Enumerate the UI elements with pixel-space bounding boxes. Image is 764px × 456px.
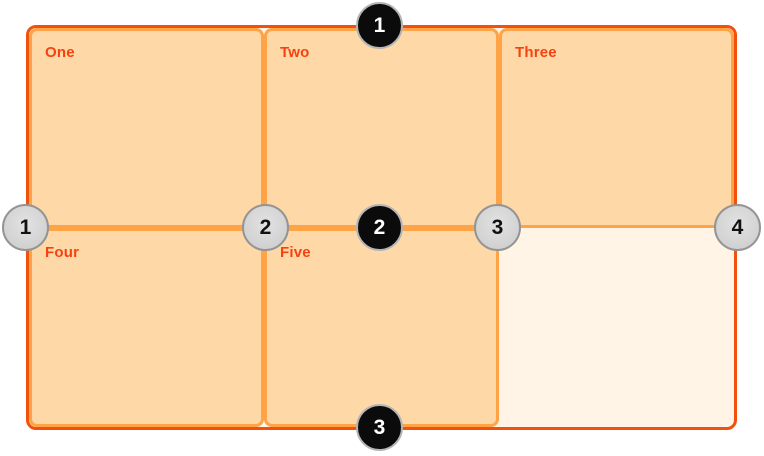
cell-label-three: Three [515, 44, 557, 61]
cell-label-two: Two [280, 44, 310, 61]
column-line-marker-4: 4 [714, 204, 761, 251]
column-line-marker-2: 2 [242, 204, 289, 251]
column-line-marker-3: 3 [474, 204, 521, 251]
row-line-marker-1-label: 1 [373, 14, 386, 37]
grid-cell-four: Four [29, 227, 264, 427]
column-line-marker-4-label: 4 [731, 216, 744, 239]
cell-label-four: Four [45, 243, 80, 261]
grid-cell-five: Five [264, 227, 499, 427]
column-line-marker-1-label: 1 [19, 216, 32, 239]
grid-cell-two: Two [264, 28, 499, 228]
cell-label-five: Five [280, 243, 311, 261]
grid-cell-one: One [29, 28, 264, 228]
row-line-marker-2-label: 2 [373, 216, 386, 239]
row-line-marker-2: 2 [356, 204, 403, 251]
cell-label-one: One [45, 44, 75, 61]
column-line-marker-1: 1 [2, 204, 49, 251]
row-line-marker-3: 3 [356, 404, 403, 451]
row-line-marker-3-label: 3 [373, 416, 386, 439]
grid-container: One Two Three Four Five [26, 25, 737, 430]
column-line-marker-2-label: 2 [259, 216, 272, 239]
grid-cell-three: Three [499, 28, 734, 228]
row-line-marker-1: 1 [356, 2, 403, 49]
column-line-marker-3-label: 3 [491, 216, 504, 239]
